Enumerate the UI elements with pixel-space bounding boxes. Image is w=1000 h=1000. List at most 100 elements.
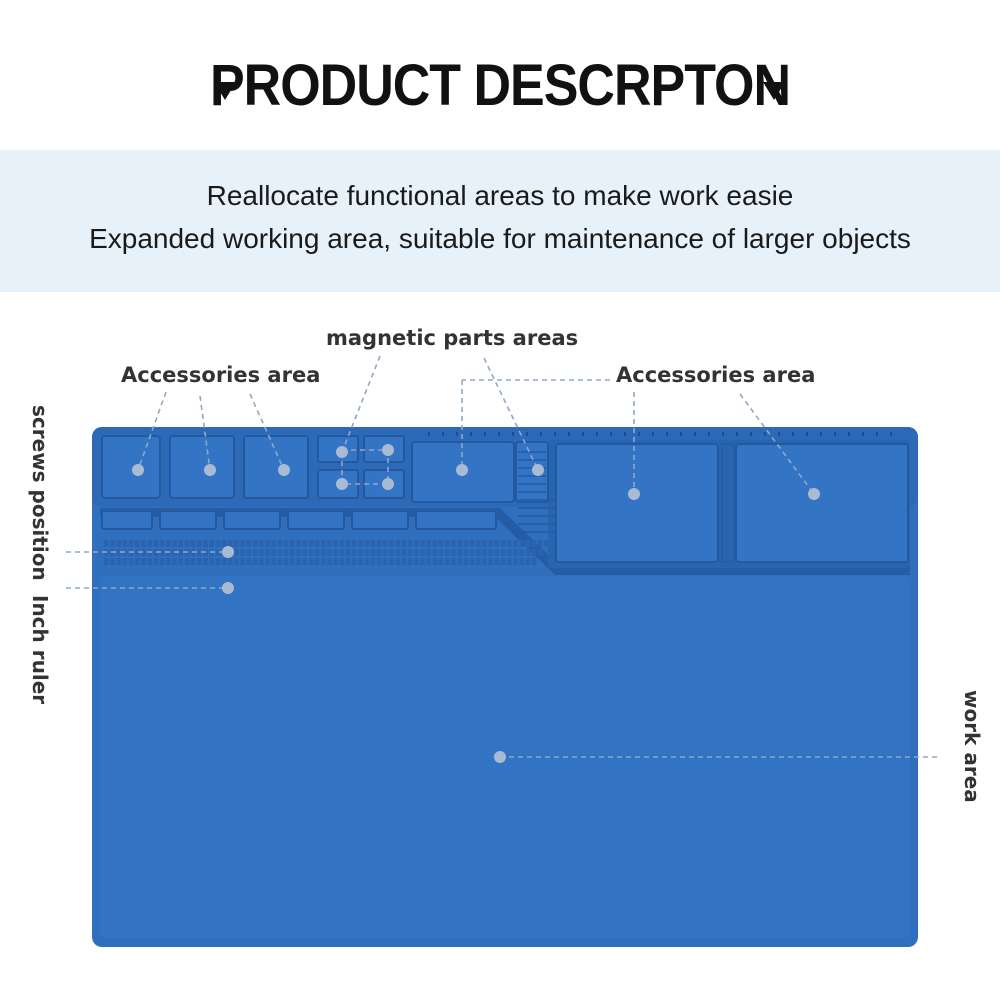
screw-cell bbox=[240, 540, 245, 547]
screw-cell bbox=[104, 540, 109, 547]
screw-cell bbox=[240, 549, 245, 556]
screw-cell bbox=[314, 558, 320, 565]
screw-cell bbox=[364, 549, 369, 556]
screw-cell bbox=[296, 549, 301, 556]
screw-cell bbox=[290, 558, 295, 565]
screw-cell bbox=[172, 540, 177, 547]
screw-cell bbox=[209, 540, 214, 547]
screw-cell bbox=[376, 558, 382, 565]
screw-cell bbox=[184, 558, 190, 565]
screw-cell bbox=[469, 540, 475, 547]
screw-cell bbox=[246, 549, 252, 556]
screw-cell bbox=[190, 558, 196, 565]
screw-cell bbox=[302, 558, 307, 565]
screw-cell bbox=[488, 558, 493, 565]
screw-cell bbox=[426, 549, 431, 556]
screw-cell bbox=[383, 558, 388, 565]
ruler-tick bbox=[792, 432, 794, 436]
screw-cell bbox=[364, 540, 369, 547]
screw-cell bbox=[401, 558, 407, 565]
large-compartment bbox=[735, 443, 909, 563]
screw-cell bbox=[271, 540, 276, 547]
screw-cell bbox=[184, 540, 190, 547]
screw-cell bbox=[395, 540, 400, 547]
ruler-tick bbox=[442, 432, 444, 436]
ruler-tick bbox=[750, 432, 752, 436]
screw-cell bbox=[500, 540, 506, 547]
screw-cell bbox=[339, 558, 345, 565]
screw-cell bbox=[110, 558, 115, 565]
screw-cell bbox=[246, 540, 252, 547]
ruler-tick bbox=[470, 432, 472, 436]
ruler-ticks bbox=[428, 432, 892, 436]
screw-cell bbox=[302, 549, 307, 556]
screw-cell bbox=[252, 549, 258, 556]
ruler-tick bbox=[582, 432, 584, 436]
screw-cell bbox=[153, 540, 159, 547]
ruler-tick bbox=[554, 432, 556, 436]
screw-cell bbox=[240, 558, 245, 565]
screw-cell bbox=[500, 558, 506, 565]
label-inch-ruler: Inch ruler bbox=[28, 595, 52, 705]
screw-cell bbox=[308, 558, 314, 565]
screw-cell bbox=[172, 558, 177, 565]
screw-cell bbox=[321, 540, 326, 547]
screw-cell bbox=[122, 540, 128, 547]
screw-cell bbox=[141, 549, 146, 556]
ruler-tick bbox=[862, 432, 864, 436]
screw-cell bbox=[451, 558, 456, 565]
screw-cell bbox=[420, 558, 425, 565]
label-accessories-left: Accessories area bbox=[121, 363, 321, 387]
compartment bbox=[169, 435, 235, 499]
screw-cell bbox=[463, 540, 469, 547]
description-band: Reallocate functional areas to make work… bbox=[0, 150, 1000, 292]
page-title: PRODUCT DESCRPTON bbox=[209, 53, 791, 119]
screw-cell bbox=[407, 558, 413, 565]
screw-cell bbox=[104, 558, 109, 565]
screw-cell bbox=[122, 558, 128, 565]
ruler-tick bbox=[890, 432, 892, 436]
screw-cell bbox=[513, 549, 518, 556]
ruler-tick bbox=[708, 432, 710, 436]
slot bbox=[159, 510, 217, 530]
screw-cell bbox=[420, 549, 425, 556]
ruler-tick bbox=[568, 432, 570, 436]
screw-cell bbox=[352, 549, 357, 556]
screw-cell bbox=[352, 540, 357, 547]
screw-cell bbox=[215, 549, 221, 556]
screw-cell bbox=[339, 540, 345, 547]
screw-cell bbox=[451, 549, 456, 556]
screw-cell bbox=[463, 549, 469, 556]
screw-cell bbox=[339, 549, 345, 556]
ruler-tick bbox=[652, 432, 654, 436]
screw-cell bbox=[494, 558, 500, 565]
screw-cell bbox=[500, 549, 506, 556]
screw-cell bbox=[507, 558, 512, 565]
screw-cell bbox=[234, 558, 239, 565]
screw-cell bbox=[290, 540, 295, 547]
ruler-tick bbox=[610, 432, 612, 436]
screw-cell bbox=[414, 540, 419, 547]
ruler-tick bbox=[512, 432, 514, 436]
screw-cell bbox=[544, 540, 549, 547]
screw-cell bbox=[308, 549, 314, 556]
screw-cell bbox=[141, 558, 146, 565]
screw-cell bbox=[525, 549, 531, 556]
label-magnetic-parts: magnetic parts areas bbox=[326, 326, 579, 350]
screw-cell bbox=[370, 540, 376, 547]
screw-cell bbox=[482, 558, 487, 565]
ruler-tick bbox=[834, 432, 836, 436]
screw-cell bbox=[457, 549, 462, 556]
screw-cell bbox=[277, 540, 283, 547]
screw-cell bbox=[215, 540, 221, 547]
screw-cell bbox=[178, 549, 183, 556]
screw-cell bbox=[215, 558, 221, 565]
screw-cell bbox=[383, 549, 388, 556]
screw-cell bbox=[128, 558, 134, 565]
ruler-tick bbox=[456, 432, 458, 436]
label-work-area: work area bbox=[960, 690, 984, 803]
screw-cell bbox=[178, 558, 183, 565]
screw-cell bbox=[482, 540, 487, 547]
screw-cell bbox=[209, 558, 214, 565]
leader-lines bbox=[66, 355, 940, 758]
